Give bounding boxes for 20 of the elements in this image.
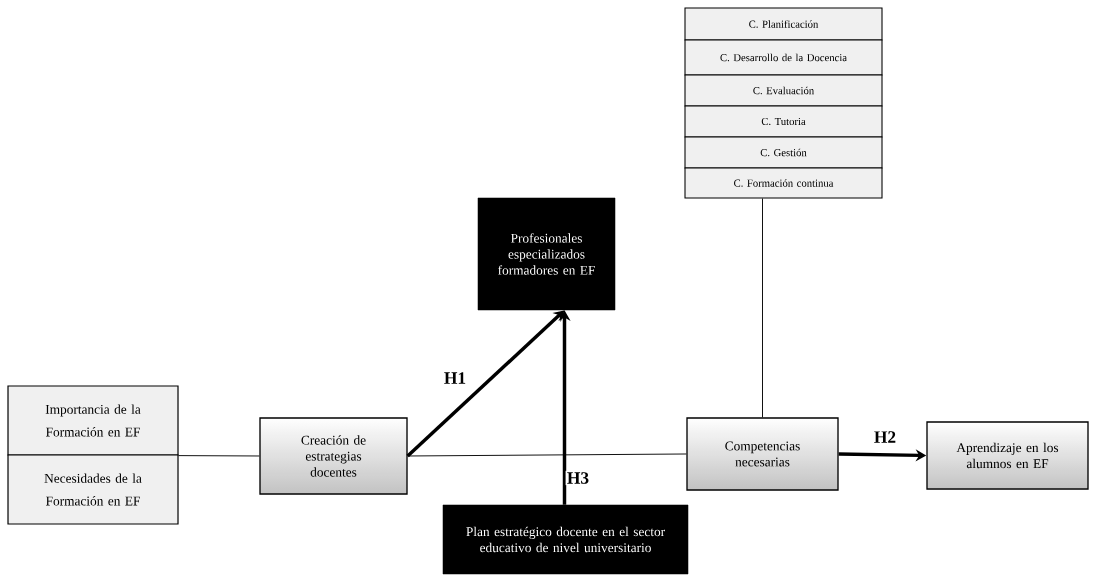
competency-row: C. Tutoria <box>684 105 883 138</box>
competency-row: C. Desarrollo de la Docencia <box>684 39 883 76</box>
connector-line <box>762 198 763 418</box>
edge-label: H1 <box>442 370 468 386</box>
factor-box: Importancia de la Formación en EF <box>7 385 179 456</box>
arrow <box>406 310 565 458</box>
competency-row: C. Gestión <box>684 136 883 169</box>
process-box: Competencias necesarias <box>686 417 839 491</box>
connector-line <box>178 455 260 457</box>
edge-label: H3 <box>565 470 591 486</box>
competency-row: C. Formación continua <box>684 167 883 199</box>
process-box: Creación de estrategias docentes <box>259 417 408 495</box>
hypothesis-box: Profesionales especializados formadores en EF <box>477 197 616 311</box>
connector-line <box>407 453 687 457</box>
process-box: Aprendizaje en los alumnos en EF <box>926 421 1089 490</box>
competency-row: C. Planificación <box>684 7 883 41</box>
edge-label: H2 <box>872 429 898 445</box>
hypothesis-box: Plan estratégico docente en el sector educativo de nivel universitario <box>442 504 689 575</box>
competency-row: C. Evaluación <box>684 74 883 107</box>
factor-box: Necesidades de la Formación en EF <box>7 454 179 525</box>
